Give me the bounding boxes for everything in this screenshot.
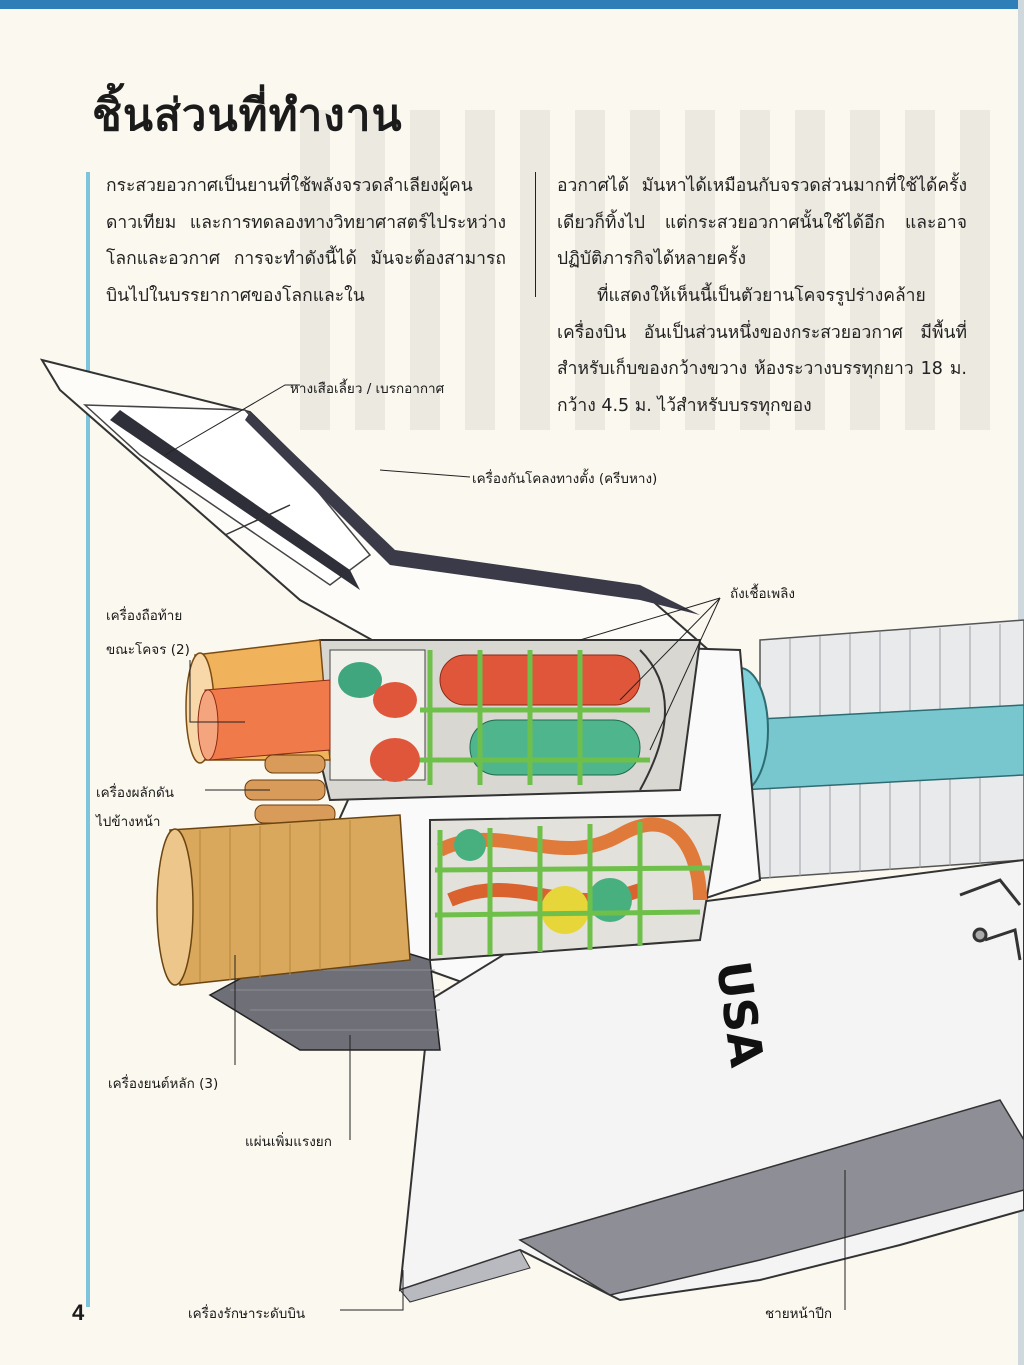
aft-compartment-cutaway	[429, 813, 722, 962]
label-rudder: หางเสือเลี้ยว / เบรกอากาศ	[290, 381, 445, 397]
label-forward-thruster-line2: ไปข้างหน้า	[96, 814, 161, 830]
label-main-engines: เครื่องยนต์หลัก (3)	[108, 1076, 219, 1092]
page-number: 4	[72, 1300, 85, 1325]
label-elevon: เครื่องรักษาระดับบิน	[188, 1306, 306, 1322]
oms-engine-nozzles	[185, 639, 331, 764]
label-oms-line2: ขณะโคจร (2)	[106, 642, 190, 658]
show-through-text	[300, 110, 990, 430]
label-body-flap: แผ่นเพิ่มแรงยก	[245, 1134, 332, 1150]
paragraph-right-2: ที่แสดงให้เห็นนี้เป็นตัวยานโคจรรูปร่างคล…	[557, 286, 967, 416]
paragraph-left: กระสวยอวกาศเป็นยานที่ใช้พลังจรวดลำเลียงผ…	[106, 176, 506, 306]
top-border	[0, 0, 1024, 9]
leader-lines	[164, 384, 846, 1311]
main-engine-nozzles	[156, 814, 411, 986]
reaction-control-thrusters	[244, 754, 336, 824]
label-oms-line1: เครื่องถือท้าย	[106, 608, 183, 624]
label-forward-thruster-line1: เครื่องผลักดัน	[96, 785, 174, 801]
lower-wing: USA	[398, 858, 1024, 1303]
payload-bay-doors	[711, 619, 1024, 881]
margin-rule	[86, 172, 90, 1307]
page-title: ชิ้นส่วนที่ทำงาน	[92, 90, 403, 141]
oms-pod-cutaway	[308, 639, 702, 802]
remote-manipulator-arm	[959, 878, 1022, 961]
column-divider	[535, 172, 536, 297]
paragraph-right: อวกาศได้ มันหาได้เหมือนกับจรวดส่วนมากที่…	[557, 176, 967, 269]
label-wing-leading-edge: ชายหน้าปีก	[765, 1306, 833, 1322]
vertical-tail-fin	[39, 358, 723, 702]
label-fuel-tanks: ถังเชื้อเพลิง	[730, 586, 796, 602]
label-vertical-stabilizer: เครื่องกันโคลงทางตั้ง (ครีบหาง)	[472, 471, 658, 487]
